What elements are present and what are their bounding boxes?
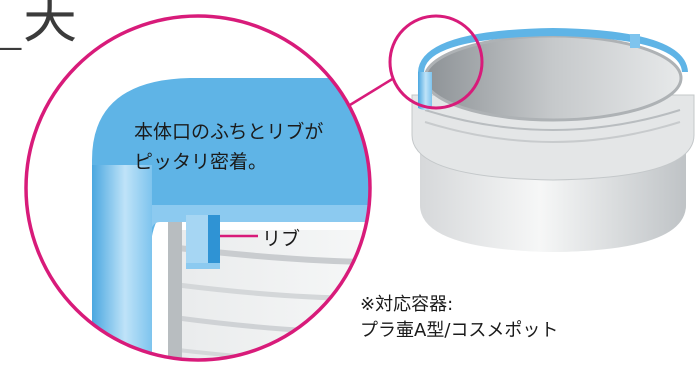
callout-text: 本体口のふちとリブが ピッタリ密着。 xyxy=(134,121,324,173)
heading-partial: _天 xyxy=(0,0,79,50)
magnifier-connector-line xyxy=(344,76,395,110)
rib-label: リブ xyxy=(262,228,301,250)
magnifier-circle-large xyxy=(24,14,372,362)
magnifier-circle-small xyxy=(388,14,484,110)
compatible-containers-note: ※対応容器: プラ壷A型/コスメポット xyxy=(360,294,559,341)
zoom-view xyxy=(92,78,370,360)
jar-illustration xyxy=(411,28,695,252)
